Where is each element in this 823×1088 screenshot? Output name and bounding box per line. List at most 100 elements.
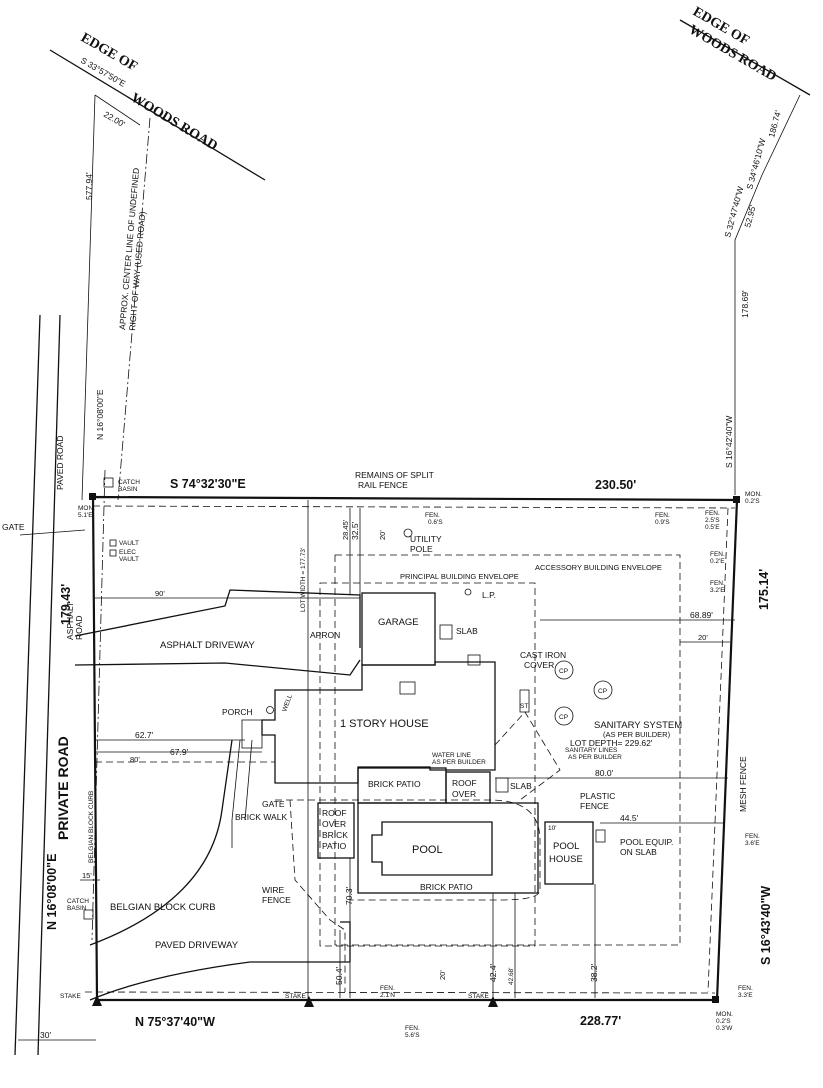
cp-label-1: CP (559, 668, 568, 675)
fen-8-val: 2.1'N (380, 992, 395, 999)
cp-label-3: CP (559, 714, 568, 721)
sanitary-lines-label: SANITARY LINES (565, 747, 618, 754)
slab-label-2: SLAB (510, 781, 532, 791)
brick-walk (231, 739, 241, 848)
roof-over-label-2: OVER (452, 789, 476, 799)
fen-7: FEN. (738, 985, 753, 992)
dim-80-0: 80.0' (595, 768, 614, 778)
pool (371, 821, 493, 876)
st-label: ST (520, 703, 528, 710)
south-fence-line (84, 991, 716, 994)
well-label: WELL (281, 693, 294, 712)
elec-vault-label: ELEC (119, 549, 136, 556)
belgian-curb-label: BELGIAN BLOCK CURB (110, 902, 216, 913)
remains-fence-label-2: RAIL FENCE (358, 480, 408, 490)
woods-road-edge-left (49, 49, 266, 181)
gate-label-left: GATE (2, 522, 25, 532)
private-road-edge-left (14, 314, 41, 1056)
fen-9: FEN. (405, 1025, 420, 1032)
mon-ne-label: MON. (745, 491, 762, 498)
pool-equip-slab (595, 829, 606, 843)
lp-label: L.P. (482, 590, 496, 600)
mon-nw-label: MON. (78, 505, 95, 512)
paved-driveway-label: PAVED DRIVEWAY (155, 940, 239, 951)
garage-label: GARAGE (378, 617, 419, 628)
dim-20-b: 20' (698, 633, 708, 642)
rob-label-1: ROOF (322, 808, 347, 818)
fen-3-val2: 0.5'E (705, 524, 720, 531)
mon-se-offset: 0.2'S (716, 1018, 731, 1025)
dim-20-c: 20' (438, 970, 447, 980)
lp-symbol (464, 588, 472, 596)
monument-ne (733, 496, 740, 503)
vault (109, 539, 117, 547)
sanitary-lines (494, 711, 561, 801)
principal-envelope (319, 582, 536, 947)
lot-width-label: LOT WIDTH = 177.73' (300, 548, 307, 612)
water-line-label: WATER LINE (432, 752, 472, 759)
accessory-envelope (334, 554, 681, 946)
mesh-fence-line (707, 507, 729, 993)
utility-pole-label-2: POLE (410, 544, 433, 554)
monument-nw (89, 493, 96, 500)
dim-28-45: 28.45' (341, 519, 350, 540)
dim-42-4: 42.4' (488, 963, 498, 982)
fen-3: FEN. (705, 510, 720, 517)
fen-5: FEN. (710, 580, 725, 587)
wire-fence-label-2: FENCE (262, 895, 291, 905)
fen-8: FEN. (380, 985, 395, 992)
stake-label-2: STAKE (285, 993, 306, 1000)
stake-mid (304, 996, 314, 1007)
wire-fence (289, 799, 346, 992)
mon-se-offset-2: 0.3'W (716, 1025, 733, 1032)
stake-label-3: STAKE (468, 993, 489, 1000)
apron-label: APRON (310, 630, 340, 640)
catch-basin-label-4: BASIN (67, 905, 87, 912)
left-road-bearing-2: N 16°08'00"E (95, 389, 105, 440)
rob-label-3: BRICK (322, 830, 348, 840)
private-road-edge-right (37, 314, 61, 1056)
fen-1: FEN. (425, 512, 440, 519)
west-distance: 179.43' (59, 584, 73, 625)
left-road-tick (94, 94, 141, 126)
cesspool-2 (593, 680, 613, 700)
dim-20-a: 20' (378, 530, 387, 540)
fen-7-val: 3.3'E (738, 992, 753, 999)
slab-small (439, 624, 453, 640)
cesspool-1 (554, 660, 574, 680)
brick-walk-label: BRICK WALK (235, 812, 287, 822)
paved-driveway-edge (89, 961, 350, 1001)
utility-pole-symbol (403, 528, 413, 538)
fen-2-val: 0.9'S (655, 519, 670, 526)
lot-depth-label: LOT DEPTH= 229.62' (570, 738, 653, 748)
stake-east (488, 996, 498, 1007)
slab-label: SLAB (456, 626, 478, 636)
asphalt-road-label: ASPHALTROAD (65, 602, 84, 640)
dim-15: 15' (82, 871, 92, 880)
plastic-fence (275, 799, 541, 901)
paved-road-label: PAVED ROAD (55, 436, 65, 490)
gate-label: GATE (262, 799, 285, 809)
fen-2: FEN. (655, 512, 670, 519)
mesh-fence-label: MESH FENCE (738, 756, 748, 812)
brick-patio-label: BRICK PATIO (368, 779, 421, 789)
stake-sw (92, 995, 102, 1006)
elec-vault (109, 549, 117, 557)
dim-10: 10' (548, 825, 556, 832)
west-bearing: N 16°08'00"E (45, 854, 59, 930)
south-distance: 228.77' (580, 1014, 621, 1028)
porch (241, 719, 263, 749)
woods-road-edge-right (679, 19, 811, 96)
fen-6: FEN. (745, 833, 760, 840)
right-traverse (734, 94, 801, 495)
dim-90: 90' (155, 589, 165, 598)
belgian-curb (89, 739, 233, 946)
mon-ne-offset: 0.2'S (745, 498, 760, 505)
gate-line (19, 529, 86, 536)
fen-5-val: 3.2'E (710, 587, 725, 594)
pool-house-label-2: HOUSE (549, 854, 583, 865)
mon-nw-offset: 5.1'E (78, 512, 93, 519)
dim-38-2: 38.2' (589, 963, 599, 982)
plastic-fence-label-2: FENCE (580, 801, 609, 811)
left-road-line (81, 94, 96, 501)
